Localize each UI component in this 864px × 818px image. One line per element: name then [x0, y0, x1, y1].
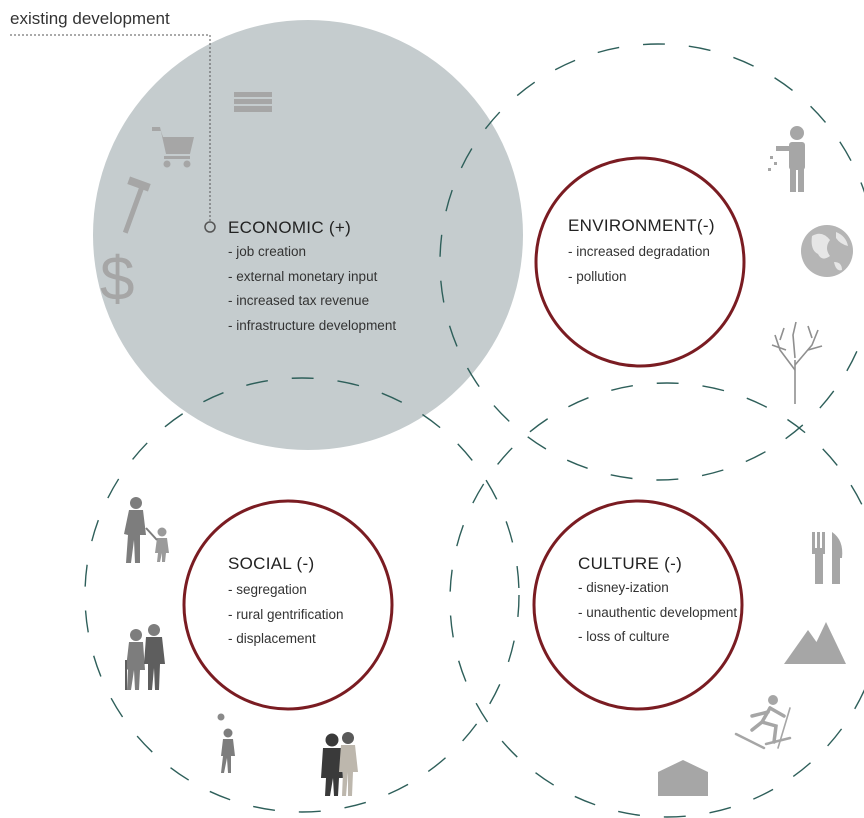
annotation-marker: [204, 221, 216, 233]
annotation-leader: [10, 34, 211, 222]
list-item: - segregation: [228, 582, 307, 597]
person-littering-icon: [768, 126, 805, 192]
globe-icon: [801, 225, 853, 277]
culture-ring: [532, 499, 744, 711]
environment-list: - increased degradation - pollution: [568, 240, 710, 289]
list-item: - increased degradation: [568, 244, 710, 259]
list-item: - loss of culture: [578, 629, 670, 644]
list-item: - rural gentrification: [228, 606, 344, 622]
elderly-couple-icon: [125, 624, 165, 690]
existing-development-label: existing development: [10, 9, 170, 28]
social-ring: [182, 499, 394, 711]
economic-circle: [93, 20, 523, 450]
mother-child-walking-icon: [124, 497, 169, 563]
social-title: SOCIAL (-): [228, 554, 315, 573]
environment-title: ENVIRONMENT(-): [568, 216, 715, 235]
economic-list: - job creation - external monetary input…: [228, 240, 396, 338]
child-playing-ball-icon: [217, 713, 235, 773]
social-list: - segregation - rural gentrification - d…: [228, 578, 344, 652]
environment-dashed-circle: [439, 43, 864, 481]
economic-title: ECONOMIC (+): [228, 218, 352, 237]
list-item: - unauthentic development: [578, 604, 738, 620]
list-item: - job creation: [228, 244, 307, 259]
culture-title: CULTURE (-): [578, 554, 683, 573]
money-bills-icon: [234, 92, 272, 112]
couple-walking-icon: [321, 732, 358, 796]
culture-list: - disney-ization - unauthentic developme…: [578, 576, 737, 650]
list-item: - displacement: [228, 631, 316, 646]
shopping-cart-icon: [152, 127, 194, 168]
skier-icon: [734, 695, 792, 750]
cabin-icon: [658, 760, 708, 796]
list-item: - infrastructure development: [228, 317, 397, 333]
dollar-sign-icon: $: [100, 245, 134, 314]
culture-dashed-circle: [449, 382, 864, 818]
social-dashed-circle: [84, 377, 520, 813]
list-item: - increased tax revenue: [228, 293, 370, 308]
environment-ring: [534, 156, 746, 368]
list-item: - disney-ization: [578, 580, 669, 595]
list-item: - pollution: [568, 268, 627, 284]
list-item: - external monetary input: [228, 268, 378, 284]
bare-tree-icon: [771, 321, 823, 404]
fork-knife-icon: [812, 532, 843, 584]
hammer-icon: [122, 176, 151, 234]
mountains-icon: [784, 622, 846, 664]
